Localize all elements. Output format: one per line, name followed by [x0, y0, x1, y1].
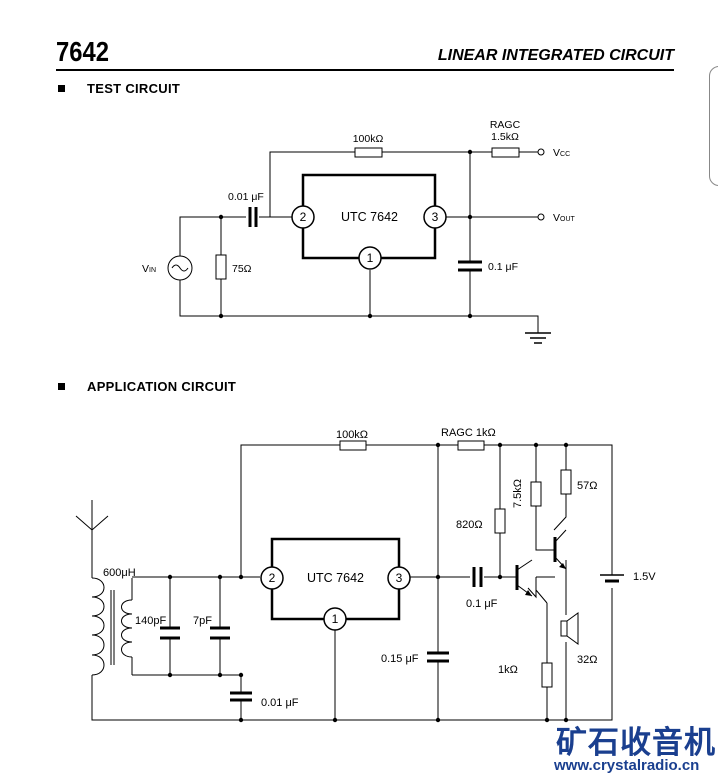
- app-label-c-tune: 140pF: [135, 615, 166, 627]
- header-rule: [56, 69, 674, 71]
- section-bullet: [58, 383, 65, 391]
- section-app-title: APPLICATION CIRCUIT: [87, 379, 237, 394]
- test-label-ic: UTC 7642: [341, 210, 398, 224]
- app-r-emitter: [541, 662, 553, 688]
- app-wires: [91, 444, 613, 721]
- app-label-speaker: 32Ω: [577, 654, 597, 666]
- test-label-pin-2: 2: [300, 210, 307, 224]
- part-number: 7642: [56, 36, 109, 67]
- app-label-r-bias: 820Ω: [456, 519, 483, 531]
- application-circuit-diagram: 100kΩ RAGC 1kΩ 600μH 140pF 7pF 0.01 μF 0…: [75, 427, 656, 723]
- test-label-pin-1: 1: [367, 251, 374, 265]
- test-label-c-in: 0.01 μF: [228, 191, 264, 203]
- app-label-c-in: 0.01 μF: [261, 697, 299, 709]
- app-r-speaker: [560, 469, 572, 495]
- app-secondary-coil: [121, 599, 133, 658]
- test-label-ragc-value: 1.5kΩ: [491, 131, 519, 143]
- app-q2-arrow: [559, 563, 566, 569]
- test-terminal-vcc: [537, 148, 545, 156]
- app-antenna-coil: [91, 577, 105, 676]
- test-label-r-feedback: 100kΩ: [353, 133, 384, 145]
- app-label-r-top: 7.5kΩ: [512, 479, 524, 508]
- test-label-r-load: 75Ω: [232, 263, 252, 275]
- app-label-r-speaker: 57Ω: [577, 480, 597, 492]
- ground-icon: [525, 332, 551, 344]
- section-application-circuit: APPLICATION CIRCUIT: [58, 379, 236, 394]
- test-pin-2: [291, 205, 315, 229]
- document-title: LINEAR INTEGRATED CIRCUIT: [437, 47, 674, 64]
- app-label-c-trim: 7pF: [193, 615, 212, 627]
- test-pin-1: [358, 246, 382, 270]
- test-r-agc: [491, 147, 520, 158]
- test-r-feedback: [354, 147, 383, 158]
- test-r-load: [215, 254, 227, 280]
- app-label-pin-2: 2: [269, 571, 276, 585]
- app-label-ragc: RAGC 1kΩ: [441, 427, 496, 439]
- app-q1-collector: [516, 559, 533, 571]
- test-label-vcc: VCC: [553, 147, 570, 159]
- app-label-inductor: 600μH: [103, 567, 136, 579]
- app-label-c-couple: 0.1 μF: [466, 598, 498, 610]
- test-circuit-diagram: 100kΩ RAGC 1.5kΩ 0.01 μF 75Ω 0.1 μF UTC …: [142, 119, 576, 344]
- speaker-icon: [560, 612, 579, 645]
- app-label-r-emitter: 1kΩ: [498, 664, 518, 676]
- app-label-c-bypass: 0.15 μF: [381, 653, 419, 665]
- test-label-pin-3: 3: [432, 210, 439, 224]
- app-label-pin-3: 3: [396, 571, 403, 585]
- app-label-r-feedback: 100kΩ: [336, 429, 368, 441]
- test-label-vout: VOUT: [553, 212, 576, 224]
- test-pin-3: [423, 205, 447, 229]
- app-pin-3: [387, 566, 411, 590]
- test-label-vin: VIN: [142, 263, 156, 275]
- app-label-pin-1: 1: [332, 612, 339, 626]
- section-test-circuit: TEST CIRCUIT: [58, 81, 180, 96]
- watermark-url: www.crystalradio.cn: [554, 757, 700, 774]
- app-pin-1: [323, 607, 347, 631]
- watermark-chinese: 矿石收音机: [556, 725, 716, 761]
- app-q2-collector: [554, 529, 567, 543]
- section-bullet: [58, 85, 65, 93]
- antenna-icon: [75, 500, 109, 531]
- test-wires: [179, 151, 539, 333]
- app-r-bias: [494, 508, 506, 534]
- app-r-agc: [457, 440, 485, 451]
- section-test-title: TEST CIRCUIT: [87, 81, 181, 96]
- test-junctions: [218, 149, 473, 319]
- app-junctions: [167, 442, 569, 723]
- app-label-ic: UTC 7642: [307, 571, 364, 585]
- test-label-c-bypass: 0.1 μF: [488, 261, 518, 273]
- app-pin-2: [260, 566, 284, 590]
- app-label-battery: 1.5V: [633, 571, 656, 583]
- test-terminal-vout: [537, 213, 545, 221]
- test-label-ragc: RAGC: [490, 119, 521, 131]
- app-q1-arrow: [525, 590, 532, 596]
- app-r-top: [530, 481, 542, 507]
- sine-icon: [171, 264, 189, 272]
- app-r-feedback: [339, 440, 367, 451]
